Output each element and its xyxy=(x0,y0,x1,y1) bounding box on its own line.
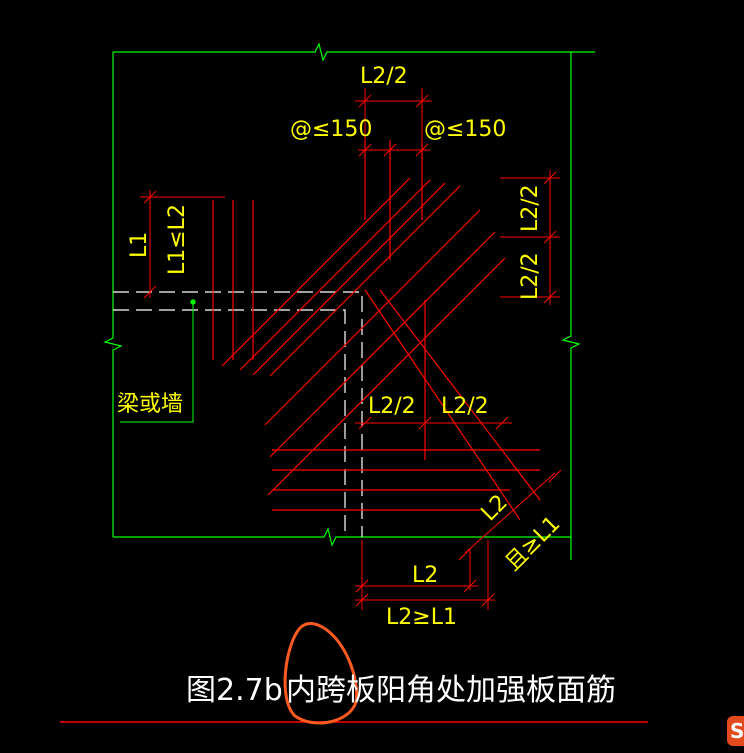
beam-inner-edge xyxy=(113,309,346,537)
rebar-diagonal xyxy=(264,209,481,426)
beam-label-leader xyxy=(120,299,196,423)
spacing-right-label: @≤150 xyxy=(424,117,506,142)
rebar-diagonal xyxy=(269,185,461,377)
left-dim-cond-label: L1≤L2 xyxy=(165,204,190,275)
rebar-diagonal xyxy=(364,289,521,521)
rebar-diagonal xyxy=(267,257,506,496)
beam-outline xyxy=(113,291,363,537)
figure-number: 图2.7b xyxy=(186,673,283,708)
dimension-lines xyxy=(140,88,562,610)
diag-dim-cond-label: 且≥L1 xyxy=(501,511,566,576)
mid-dim-left-label: L2/2 xyxy=(368,394,416,419)
rebar-diagonal xyxy=(221,177,411,367)
rebar-diagonal xyxy=(239,179,431,371)
bottom-dim-l2-label: L2 xyxy=(412,563,438,588)
rebar-diagonal xyxy=(379,289,541,501)
figure-title: 内跨板阳角处加强板面筋 xyxy=(286,673,616,708)
dimension-texts: L2/2 @≤150 @≤150 L2/2 L2/2 L1 L1≤L2 梁或墙 … xyxy=(117,64,565,630)
beam-outer-edge xyxy=(113,291,363,537)
mid-dim-right-label: L2/2 xyxy=(441,394,489,419)
slab-boundary xyxy=(103,42,595,560)
beam-or-wall-label: 梁或墙 xyxy=(117,392,183,417)
bottom-border-line xyxy=(113,527,571,547)
annotation-circle xyxy=(283,622,359,725)
right-dim-upper-label: L2/2 xyxy=(518,184,543,232)
leader-dot xyxy=(190,299,196,305)
top-border-line xyxy=(113,42,595,62)
app-logo: S xyxy=(727,716,744,746)
rebar-diagonal xyxy=(252,182,446,376)
rebar-diagonal xyxy=(269,231,496,458)
diag-dim-l2-label: L2 xyxy=(477,490,513,526)
spacing-left-label: @≤150 xyxy=(290,117,372,142)
left-border-line xyxy=(103,52,123,537)
bottom-dim-cond-label: L2≥L1 xyxy=(386,605,457,630)
right-border-line xyxy=(561,52,581,560)
right-dim-lower-label: L2/2 xyxy=(518,252,543,300)
rebar-group xyxy=(212,140,541,521)
left-dim-l1-label: L1 xyxy=(127,232,152,258)
top-dim-label: L2/2 xyxy=(360,64,408,89)
figure-caption: 图2.7b 内跨板阳角处加强板面筋 xyxy=(186,673,616,708)
